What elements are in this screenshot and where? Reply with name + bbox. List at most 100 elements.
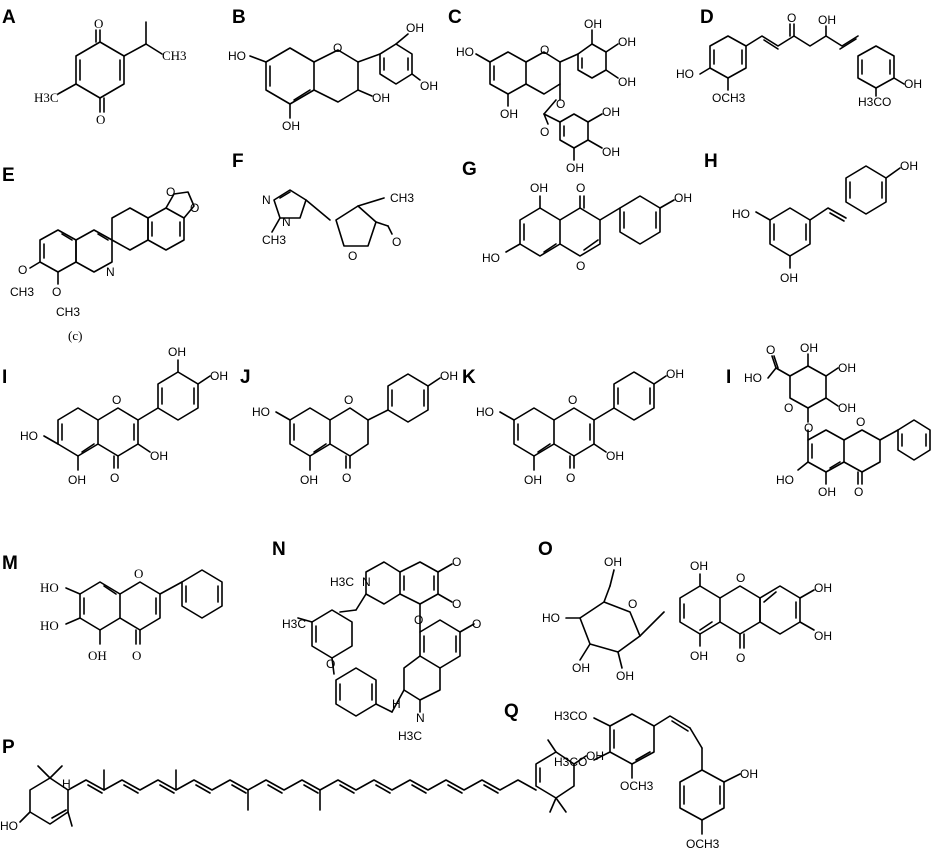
sugar-oh-label-1: OH — [572, 661, 590, 675]
oh-label-5: OH — [530, 181, 548, 195]
ho-label: HO — [456, 45, 474, 59]
oh-label-g5: OH — [566, 161, 584, 175]
oh-label-4p: OH — [666, 367, 684, 381]
hydrogen-label: H — [392, 697, 401, 711]
panel-letter-l: I — [726, 367, 732, 388]
structure-m: HO HO OH O O — [40, 566, 223, 663]
carbonyl-oxygen-label: O — [736, 651, 745, 665]
structure-i-2: OH OH OH HO O O O O HO OH O — [744, 341, 931, 499]
nitrogen-label-1: N — [262, 193, 271, 207]
oxygen-label-top: O — [94, 16, 103, 31]
carboxyl-ho-label: HO — [744, 371, 762, 385]
structure-n: H3C N H3C O O O O O H N H3C — [282, 555, 481, 743]
structure-o: OH O HO OH OH OH O OH OH OH O — [542, 555, 832, 683]
panel-letter-m: M — [2, 553, 18, 574]
structure-j: OH O HO OH O — [252, 369, 458, 487]
oh-label-6: HO — [776, 473, 794, 487]
panel-letter-h: H — [704, 151, 718, 172]
oh-label-5: OH — [300, 473, 318, 487]
carbonyl-oxygen-label: O — [566, 471, 575, 485]
lactone-oxygen-label: O — [348, 249, 357, 263]
sugar-ho-label: HO — [542, 611, 560, 625]
oh-label-3p: OH — [168, 345, 186, 359]
oh-label: OH — [740, 767, 758, 781]
oh-label-b5: OH — [618, 75, 636, 89]
carbonyl-oxygen-label: O — [392, 235, 401, 249]
oh-label-b4: OH — [618, 35, 636, 49]
oh-label-5: OH — [88, 648, 107, 663]
sugar-oh-label-2: OH — [616, 669, 634, 683]
structure-i-1: OH OH O HO OH OH O — [20, 345, 228, 487]
h3c-label: H3C — [34, 90, 59, 105]
oh-label-3: OH — [372, 91, 390, 105]
oh-label-5: OH — [500, 107, 518, 121]
methoxy-o1: O — [18, 263, 27, 277]
glycosidic-oxygen-label: O — [804, 421, 813, 435]
h3co-label: H3CO — [858, 95, 891, 109]
structure-e: N O O O O CH3 CH3 (c) — [10, 185, 199, 343]
enol-oh-label: OH — [818, 13, 836, 27]
ho-label: HO — [0, 819, 18, 833]
xanthone-oxygen-label: O — [736, 571, 745, 585]
ho-label: HO — [676, 67, 694, 81]
structure-q: H3CO H3CO OCH3 OH OCH3 — [554, 709, 758, 851]
ring-oxygen-label: O — [540, 43, 549, 57]
methylenedioxy-o1: O — [166, 185, 175, 199]
ring-oxygen-label: O — [856, 415, 865, 429]
panel-letter-q: Q — [504, 701, 519, 722]
carbonyl-oxygen-label: O — [576, 181, 585, 195]
ho-label: HO — [228, 49, 246, 63]
h3c-label-1: H3C — [330, 575, 354, 589]
oh-label-5: OH — [524, 473, 542, 487]
caption-c: (c) — [68, 328, 82, 343]
oh-label-4p: OH — [674, 191, 692, 205]
oh-label-3p: OH — [406, 21, 424, 35]
panel-letter-p: P — [2, 737, 15, 758]
carbonyl-oxygen-label: O — [110, 471, 119, 485]
ch2oh-label: OH — [604, 555, 622, 569]
oh-label-5: OH — [818, 485, 836, 499]
methoxy-o2: O — [52, 285, 61, 299]
carboxyl-oxygen-label: O — [766, 343, 775, 357]
ho-label-3: HO — [732, 207, 750, 221]
methoxy-o-3: O — [472, 617, 481, 631]
ester-oxygen-label: O — [556, 97, 565, 111]
oh-label-5: OH — [68, 473, 86, 487]
h3co-label-1: H3CO — [554, 709, 587, 723]
structure-f: N N CH3 CH3 O O — [262, 189, 414, 263]
panel-letter-j: J — [240, 367, 251, 388]
ether-o-1: O — [414, 613, 423, 627]
ho-label-7: HO — [476, 405, 494, 419]
ch3-label: CH3 — [162, 48, 187, 63]
h3co-label-2: H3CO — [554, 755, 587, 769]
ring-oxygen-label: O — [568, 393, 577, 407]
och3-label: OCH3 — [712, 91, 746, 105]
panel-letter-n: N — [272, 539, 286, 560]
panel-letter-c: C — [448, 7, 462, 28]
carbonyl-oxygen-label: O — [342, 471, 351, 485]
oh-label-5: OH — [780, 271, 798, 285]
oh-label-4p: OH — [900, 159, 918, 173]
oh-label-g3: OH — [602, 105, 620, 119]
panel-letter-i: I — [2, 367, 8, 388]
structure-p: HO H OH — [0, 739, 604, 833]
ring-oxygen-label: O — [576, 259, 585, 273]
carbonyl-oxygen-label: O — [854, 485, 863, 499]
ho-label-7: HO — [252, 405, 270, 419]
methylenedioxy-o2: O — [190, 201, 199, 215]
oh-label: OH — [904, 77, 922, 91]
oh-label: OH — [586, 749, 604, 763]
hydrogen-label: H — [62, 777, 71, 791]
ho-label-7: HO — [482, 251, 500, 265]
h3c-label-3: H3C — [398, 729, 422, 743]
structure-c: HO O O O OH OH OH OH OH OH OH — [456, 17, 636, 175]
carbonyl-oxygen-label: O — [132, 648, 141, 663]
ring-oxygen-label: O — [134, 566, 143, 581]
ring-oxygen-label: O — [344, 393, 353, 407]
panel-letter-b: B — [232, 7, 246, 28]
panel-letter-e: E — [2, 165, 15, 186]
structure-b: HO O OH OH OH OH — [228, 21, 438, 133]
structure-g: OH O O OH HO — [482, 181, 692, 273]
oh-label-4p: OH — [420, 79, 438, 93]
